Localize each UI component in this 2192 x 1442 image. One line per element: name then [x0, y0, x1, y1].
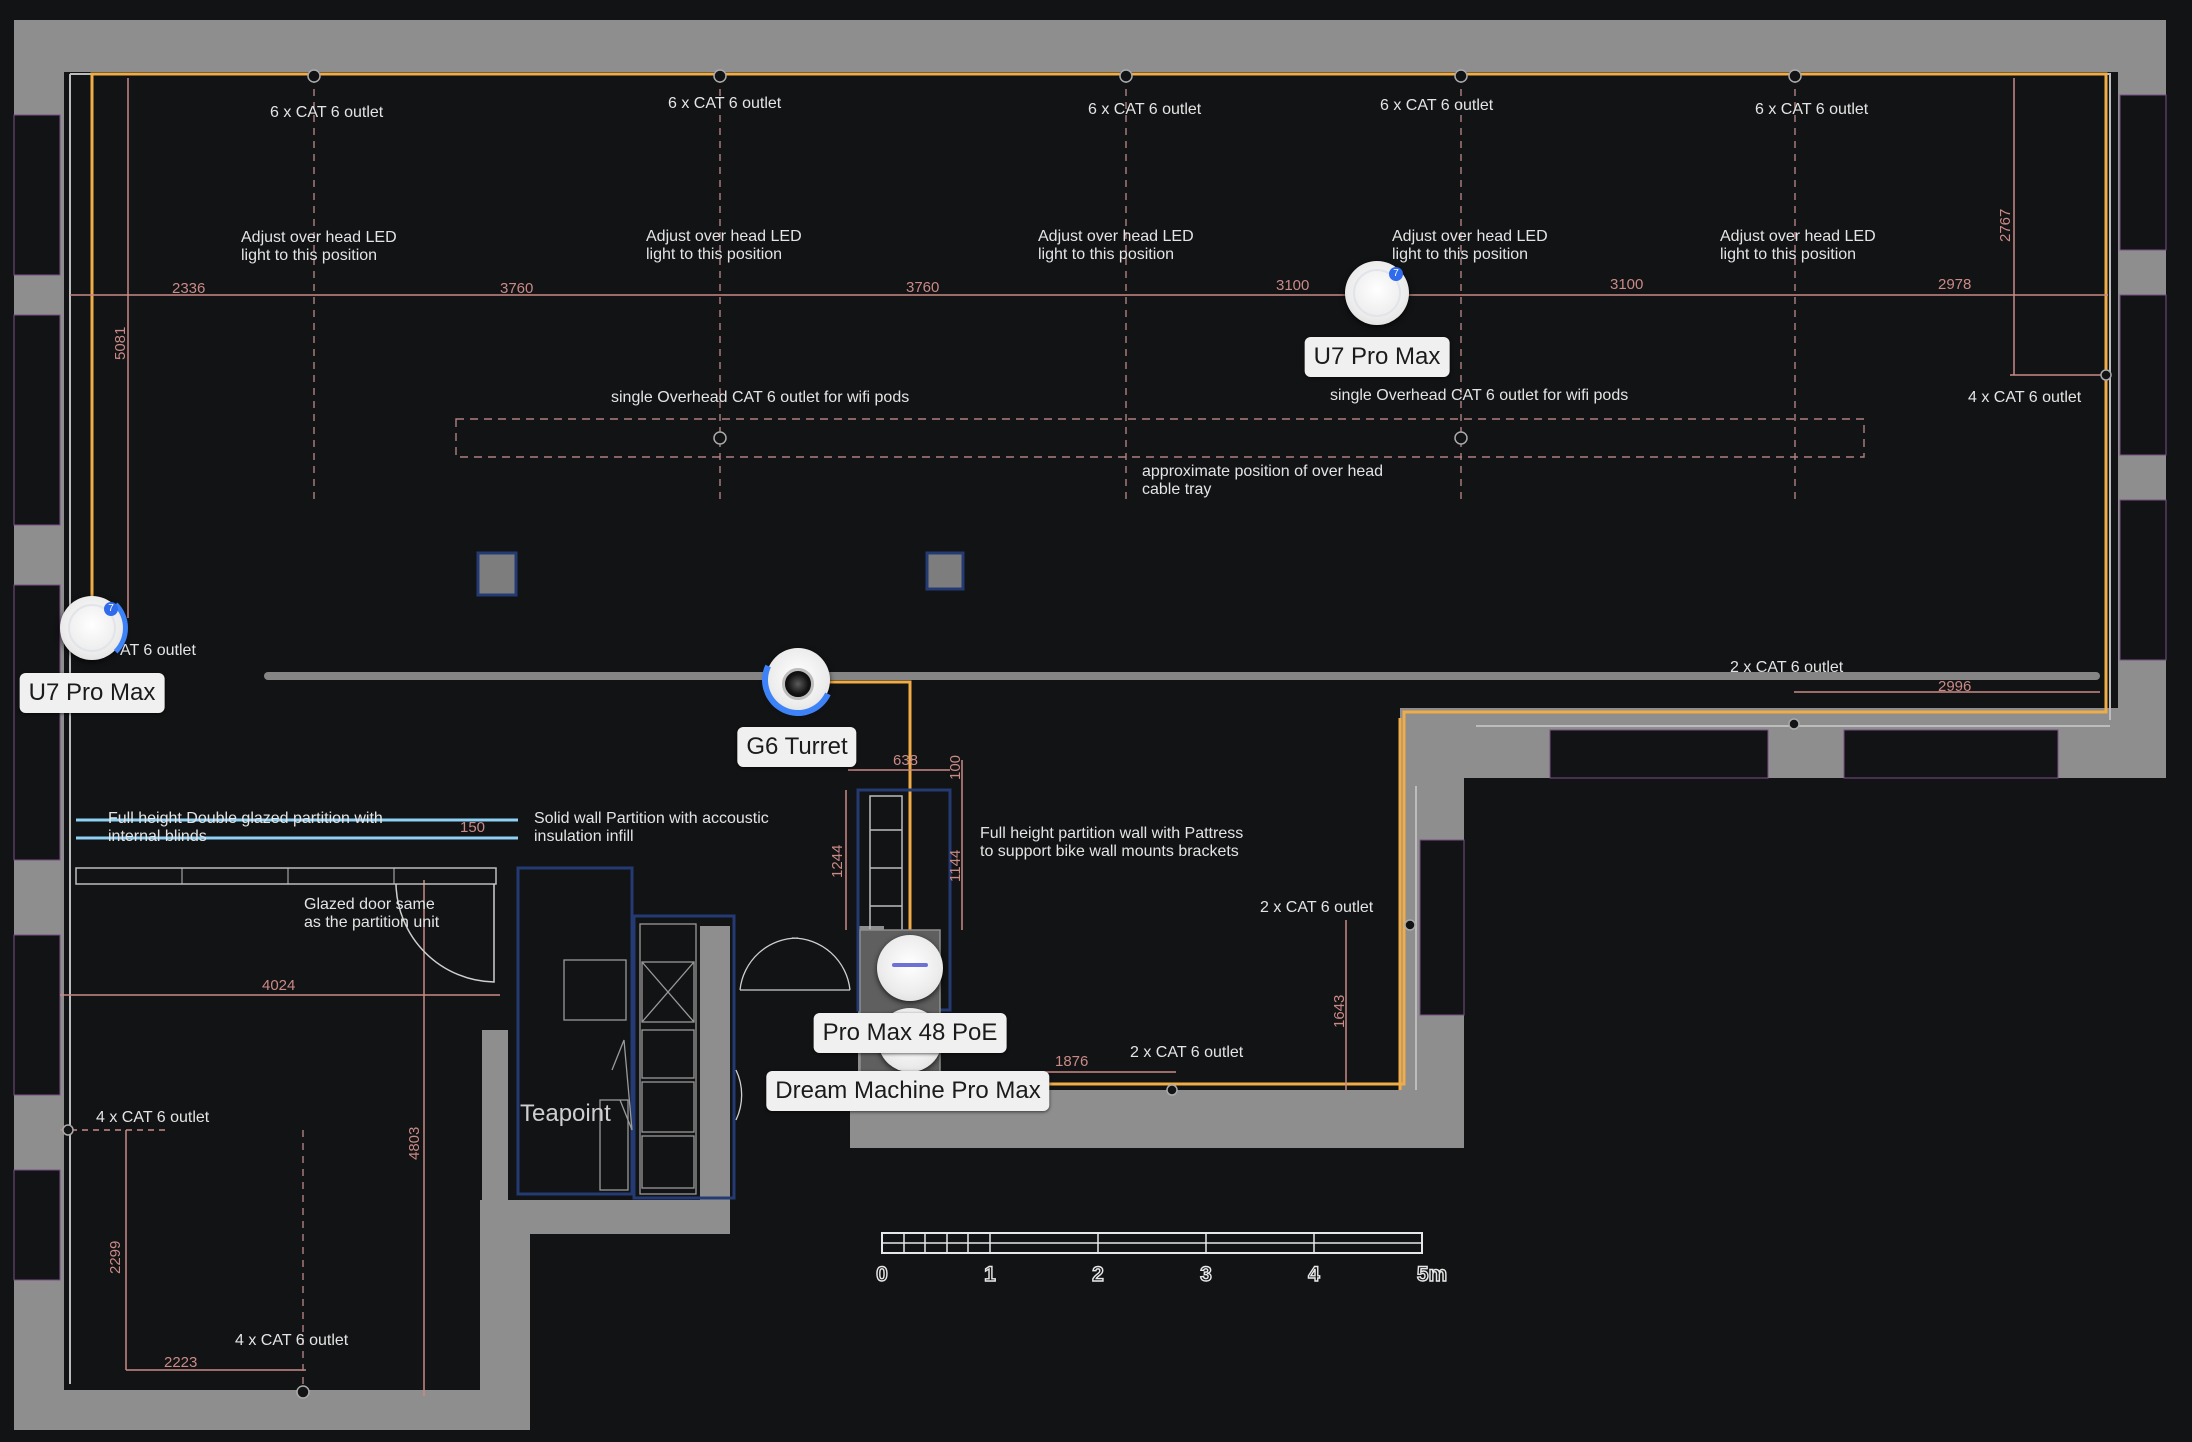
led-note-line1: Adjust over head LED [646, 228, 802, 245]
dimension-label: 1643 [1331, 995, 1348, 1028]
partitions [516, 788, 952, 1200]
outlet-label: AT 6 outlet [120, 642, 196, 659]
dimension-label: 3100 [1610, 276, 1643, 293]
led-note-line1: Adjust over head LED [1038, 228, 1194, 245]
top-outlet-markers [62, 69, 2112, 1399]
access-point-icon[interactable]: 7 [1345, 261, 1409, 325]
door-note-line2: as the partition unit [304, 914, 440, 931]
outlet-label: 6 x CAT 6 outlet [270, 104, 384, 121]
wifi-pod-outlet-1 [713, 431, 727, 445]
dimension-label: 2767 [1997, 209, 2014, 242]
dimension-label: 2336 [172, 280, 205, 297]
door-arcs [735, 937, 851, 1121]
led-note-line2: light to this position [241, 247, 377, 264]
pillar-left [476, 551, 518, 597]
dimension-label: 100 [947, 755, 964, 780]
led-note-line1: Adjust over head LED [241, 229, 397, 246]
outlet-label: 4 x CAT 6 outlet [96, 1109, 210, 1126]
glazed-partition [75, 818, 518, 983]
scale-tick-3: 3 [1200, 1263, 1212, 1286]
dimension-label: 638 [893, 752, 918, 769]
access-point-ring [68, 604, 116, 652]
wifi-pod-note: single Overhead CAT 6 outlet for wifi po… [611, 389, 909, 406]
cable-tray-note-line2: cable tray [1142, 481, 1211, 498]
dimension-label: 3100 [1276, 277, 1309, 294]
cable-tray-note-line1: approximate position of over head [1142, 463, 1383, 480]
wifi-pod-outlet-2 [1454, 431, 1468, 445]
device-label-g6-turret[interactable]: G6 Turret [737, 727, 857, 767]
device-label-dream-machine-pro-max[interactable]: Dream Machine Pro Max [766, 1071, 1050, 1111]
led-note-line2: light to this position [646, 246, 782, 263]
dimension-label: 1144 [947, 850, 964, 882]
dimension-label: 3760 [906, 279, 939, 296]
cable-tray [455, 418, 1865, 458]
switch-port-bar [892, 963, 928, 968]
dimension-label: 1244 [829, 845, 846, 878]
access-point-icon[interactable]: 7 [60, 592, 128, 664]
plan-notes: single Overhead CAT 6 outlet for wifi po… [108, 387, 1628, 1127]
dimension-label: 1876 [1055, 1053, 1088, 1070]
camera-lens [782, 667, 814, 700]
outlet-label: 6 x CAT 6 outlet [1755, 101, 1869, 118]
led-note-line2: light to this position [1392, 246, 1528, 263]
scale-bar: 0 1 2 3 4 5m [875, 1232, 1448, 1287]
device-badge: 7 [104, 602, 118, 616]
solid-wall-note-line2: insulation infill [534, 828, 634, 845]
dimension-labels: 2336 3760 3760 3100 3100 2978 2767 5081 … [107, 209, 2014, 1371]
dimension-label: 5081 [112, 327, 129, 360]
scale-tick-1: 1 [984, 1263, 996, 1286]
led-notes: Adjust over head LED light to this posit… [241, 228, 1876, 264]
scale-tick-2: 2 [1092, 1263, 1104, 1286]
device-label-u7-pro-max-top[interactable]: U7 Pro Max [1304, 337, 1450, 377]
kitchen-fixtures [563, 923, 697, 1195]
scale-tick-4: 4 [1308, 1263, 1320, 1286]
device-badge: 7 [1389, 267, 1403, 281]
outlet-label: 6 x CAT 6 outlet [1380, 97, 1494, 114]
device-label-pro-max-48-poe[interactable]: Pro Max 48 PoE [813, 1013, 1007, 1053]
pillar-right [925, 551, 965, 591]
wifi-pod-note: single Overhead CAT 6 outlet for wifi po… [1330, 387, 1628, 404]
room-label-teapoint: Teapoint [520, 1100, 611, 1127]
outlet-label: 2 x CAT 6 outlet [1260, 899, 1374, 916]
glazed-note-line2: internal blinds [108, 828, 207, 845]
coverage-arc [56, 592, 128, 664]
outlet-label: 2 x CAT 6 outlet [1730, 659, 1844, 676]
outlet-label: 6 x CAT 6 outlet [668, 95, 782, 112]
dimension-label: 2978 [1938, 276, 1971, 293]
led-note-line1: Adjust over head LED [1720, 228, 1876, 245]
led-note-line2: light to this position [1038, 246, 1174, 263]
dimension-label: 2996 [1938, 678, 1971, 695]
outlet-label: 2 x CAT 6 outlet [1130, 1044, 1244, 1061]
dimension-label: 2299 [107, 1241, 124, 1274]
outlet-label: 4 x CAT 6 outlet [235, 1332, 349, 1349]
switch-icon[interactable] [877, 935, 943, 1001]
scale-tick-5: 5m [1417, 1263, 1447, 1286]
outlet-label: 6 x CAT 6 outlet [1088, 101, 1202, 118]
window-frames [13, 94, 2167, 1281]
outlet-label: 4 x CAT 6 outlet [1968, 389, 2082, 406]
outlet-labels: 6 x CAT 6 outlet 6 x CAT 6 outlet 6 x CA… [96, 95, 2082, 1349]
solid-wall-note-line1: Solid wall Partition with accoustic [534, 810, 769, 827]
led-note-line1: Adjust over head LED [1392, 228, 1548, 245]
door-note-line1: Glazed door same [304, 896, 435, 913]
dimension-label: 2223 [164, 1354, 197, 1371]
bike-wall-note-line2: to support bike wall mounts brackets [980, 843, 1239, 860]
bike-wall-note-line1: Full height partition wall with Pattress [980, 825, 1243, 842]
led-note-line2: light to this position [1720, 246, 1856, 263]
dimension-label: 4024 [262, 977, 295, 994]
scale-tick-0: 0 [876, 1263, 888, 1286]
led-guide-lines [302, 76, 1796, 1390]
cable-runs [90, 72, 2108, 1090]
camera-icon[interactable] [751, 633, 845, 727]
dimension-lines [60, 78, 2108, 1396]
dimension-label: 3760 [500, 280, 533, 297]
dimension-label: 150 [460, 819, 485, 836]
device-label-u7-pro-max-left[interactable]: U7 Pro Max [19, 673, 165, 713]
glazed-note-line1: Full height Double glazed partition with [108, 810, 383, 827]
dimension-label: 4803 [406, 1127, 423, 1160]
access-point-ring [1353, 269, 1401, 317]
